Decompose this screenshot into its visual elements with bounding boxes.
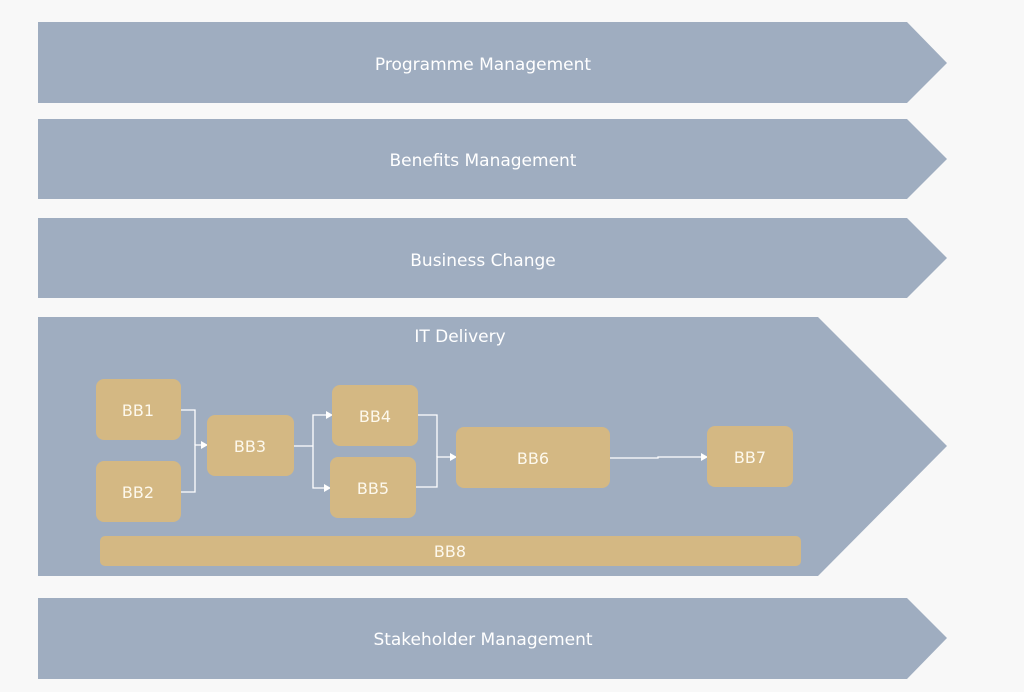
arrowhead-bb7 (701, 453, 708, 461)
band-label-benefits-management: Benefits Management (390, 151, 577, 171)
band-business-change (38, 218, 947, 298)
connector-bb1-bb3 (181, 409, 196, 445)
block-bb7[interactable]: BB7 (707, 426, 793, 487)
block-bb6[interactable]: BB6 (456, 427, 610, 488)
band-programme-management (38, 22, 947, 103)
block-bb1[interactable]: BB1 (96, 379, 181, 440)
arrowhead-bb5 (324, 484, 331, 492)
block-bb2[interactable]: BB2 (96, 461, 181, 522)
connector-bb2-bb3 (181, 444, 201, 493)
block-label-bb8: BB8 (434, 542, 466, 561)
band-stakeholder-management (38, 598, 947, 679)
connector-bb5-bb6 (416, 456, 450, 488)
connectors (181, 409, 708, 493)
block-bb4[interactable]: BB4 (332, 385, 418, 446)
block-label-bb5: BB5 (357, 479, 389, 498)
block-label-bb2: BB2 (122, 483, 154, 502)
arrowhead-bb3 (201, 441, 208, 449)
arrowhead-bb6 (450, 453, 457, 461)
block-label-bb3: BB3 (234, 437, 266, 456)
arrowhead-bb4 (326, 411, 333, 419)
block-bb5[interactable]: BB5 (330, 457, 416, 518)
block-label-bb7: BB7 (734, 448, 766, 467)
band-benefits-management (38, 119, 947, 199)
block-bb3[interactable]: BB3 (207, 415, 294, 476)
connector-bb6-bb7 (610, 456, 701, 459)
block-label-bb4: BB4 (359, 407, 391, 426)
block-label-bb1: BB1 (122, 401, 154, 420)
band-label-it-delivery: IT Delivery (414, 327, 505, 347)
connector-bb4-bb6 (418, 414, 438, 457)
connector-bb3-bb4 (312, 414, 326, 446)
band-label-programme-management: Programme Management (375, 55, 591, 75)
block-label-bb6: BB6 (517, 449, 549, 468)
block-bb8[interactable]: BB8 (100, 536, 801, 566)
band-label-business-change: Business Change (410, 251, 555, 271)
band-label-stakeholder-management: Stakeholder Management (373, 630, 592, 650)
connector-bb3-bb5 (312, 446, 324, 489)
